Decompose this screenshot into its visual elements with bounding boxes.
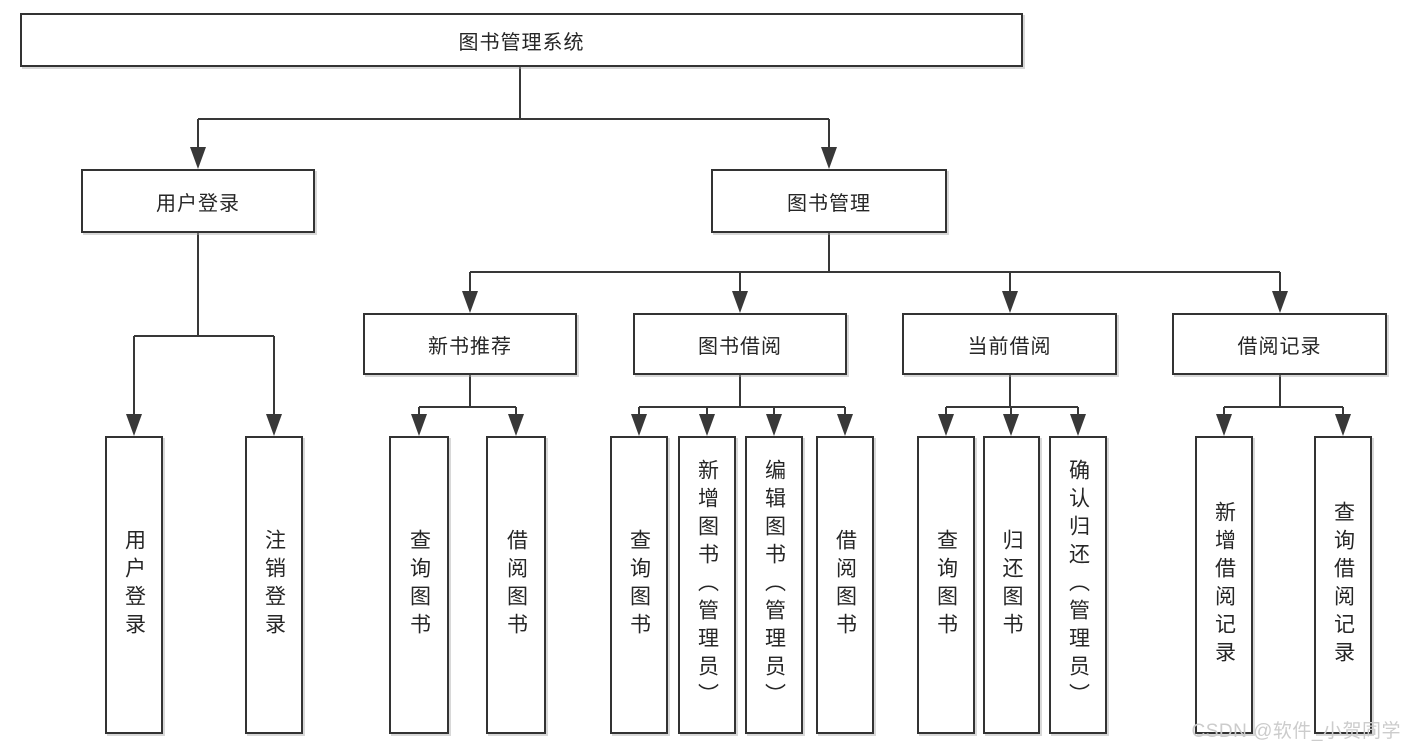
leaf-bb-borrow-books-label: 借阅图书 [833, 529, 857, 641]
leaf-cb-return-books-label: 归还图书 [1000, 529, 1023, 641]
leaf-bb-add-books-label: 新增图书（管理员） [695, 459, 719, 711]
leaf-nb-query-books: 查询图书 [389, 436, 449, 734]
leaf-logout-label: 注销登录 [262, 529, 286, 641]
leaf-nb-borrow-books-label: 借阅图书 [504, 529, 528, 641]
leaf-cb-confirm-return: 确认归还（管理员） [1049, 436, 1107, 734]
leaf-nb-borrow-books: 借阅图书 [486, 436, 546, 734]
node-user-login-label: 用户登录 [156, 192, 240, 215]
leaf-bb-query-books: 查询图书 [610, 436, 668, 734]
node-current-borrowing-label: 当前借阅 [967, 335, 1052, 358]
leaf-user-login-label: 用户登录 [122, 529, 146, 641]
connector-segments [133, 67, 1344, 416]
node-borrowing-records-label: 借阅记录 [1237, 335, 1322, 358]
leaf-bb-edit-books-label: 编辑图书（管理员） [762, 459, 786, 711]
leaf-bb-add-books: 新增图书（管理员） [678, 436, 736, 734]
node-book-management: 图书管理 [711, 169, 947, 233]
leaf-br-query-record-label: 查询借阅记录 [1331, 501, 1355, 669]
leaf-bb-edit-books: 编辑图书（管理员） [745, 436, 803, 734]
node-borrowing-records: 借阅记录 [1172, 313, 1387, 375]
leaf-bb-query-books-label: 查询图书 [627, 529, 651, 641]
leaf-cb-confirm-return-label: 确认归还（管理员） [1066, 459, 1090, 711]
leaf-user-login: 用户登录 [105, 436, 163, 734]
leaf-nb-query-books-label: 查询图书 [407, 529, 431, 641]
leaf-br-add-record-label: 新增借阅记录 [1212, 501, 1236, 669]
node-new-book-recommend-label: 新书推荐 [428, 335, 512, 358]
connector-arrowheads [126, 147, 1351, 436]
leaf-cb-query-books: 查询图书 [917, 436, 975, 734]
node-user-login: 用户登录 [81, 169, 315, 233]
node-book-borrowing: 图书借阅 [633, 313, 847, 375]
leaf-bb-borrow-books: 借阅图书 [816, 436, 874, 734]
node-current-borrowing: 当前借阅 [902, 313, 1117, 375]
csdn-watermark: CSDN @软件_小贺同学 [1191, 721, 1401, 742]
leaf-logout: 注销登录 [245, 436, 303, 734]
node-new-book-recommend: 新书推荐 [363, 313, 577, 375]
node-book-management-label: 图书管理 [787, 192, 871, 215]
leaf-br-add-record: 新增借阅记录 [1195, 436, 1253, 734]
leaf-cb-query-books-label: 查询图书 [934, 529, 958, 641]
node-root: 图书管理系统 [20, 13, 1023, 67]
node-root-label: 图书管理系统 [458, 31, 585, 54]
leaf-br-query-record: 查询借阅记录 [1314, 436, 1372, 734]
leaf-cb-return-books: 归还图书 [983, 436, 1040, 734]
node-book-borrowing-label: 图书借阅 [698, 335, 782, 358]
